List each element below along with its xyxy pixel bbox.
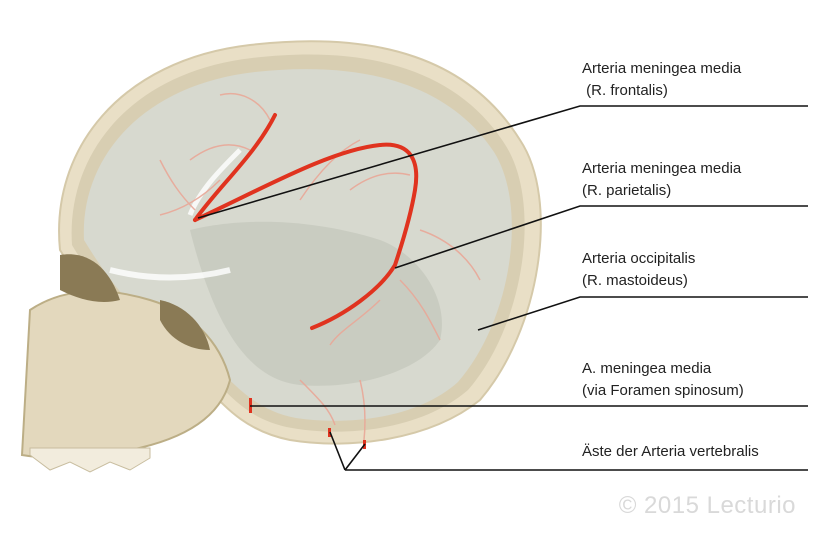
leader-vertebralis-a <box>329 431 346 471</box>
label-spinosum-line1: A. meningea media <box>582 360 712 377</box>
skull-highlight <box>109 267 231 281</box>
leader-vertebralis-b <box>344 443 366 471</box>
artery-parietal-branch <box>193 142 419 330</box>
leader-parietalis <box>394 205 808 269</box>
label-frontalis-line1: Arteria meningea media <box>582 60 742 77</box>
label-spinosum: A. meningea media (via Foramen spinosum) <box>582 358 744 402</box>
skull-shadow-ridge <box>190 221 442 386</box>
small-arteries <box>159 93 481 441</box>
label-parietalis-line1: Arteria meningea media <box>582 160 742 177</box>
label-spinosum-line2: (via Foramen spinosum) <box>582 382 744 399</box>
facial-bone-dark-2 <box>160 300 210 350</box>
label-frontalis-line2: (R. frontalis) <box>582 82 668 99</box>
leader-mastoideus <box>477 296 808 331</box>
leader-frontalis <box>197 105 808 219</box>
label-vertebralis: Äste der Arteria vertebralis <box>582 441 759 463</box>
label-mastoideus-line2: (R. mastoideus) <box>582 272 688 289</box>
artery-frontal-branch <box>193 113 277 222</box>
label-parietalis: Arteria meningea media (R. parietalis) <box>582 158 741 202</box>
label-mastoideus: Arteria occipitalis (R. mastoideus) <box>582 248 695 292</box>
label-frontalis: Arteria meningea media (R. frontalis) <box>582 58 741 102</box>
main-arteries <box>193 113 419 330</box>
teeth <box>29 447 151 473</box>
facial-bone-dark <box>60 254 120 302</box>
label-mastoideus-line1: Arteria occipitalis <box>582 250 696 267</box>
label-vertebralis-line1: Äste der Arteria vertebralis <box>582 443 759 460</box>
copyright-watermark: © 2015 Lecturio <box>618 492 796 519</box>
label-parietalis-line2: (R. parietalis) <box>582 182 672 199</box>
leader-lines <box>197 105 808 471</box>
